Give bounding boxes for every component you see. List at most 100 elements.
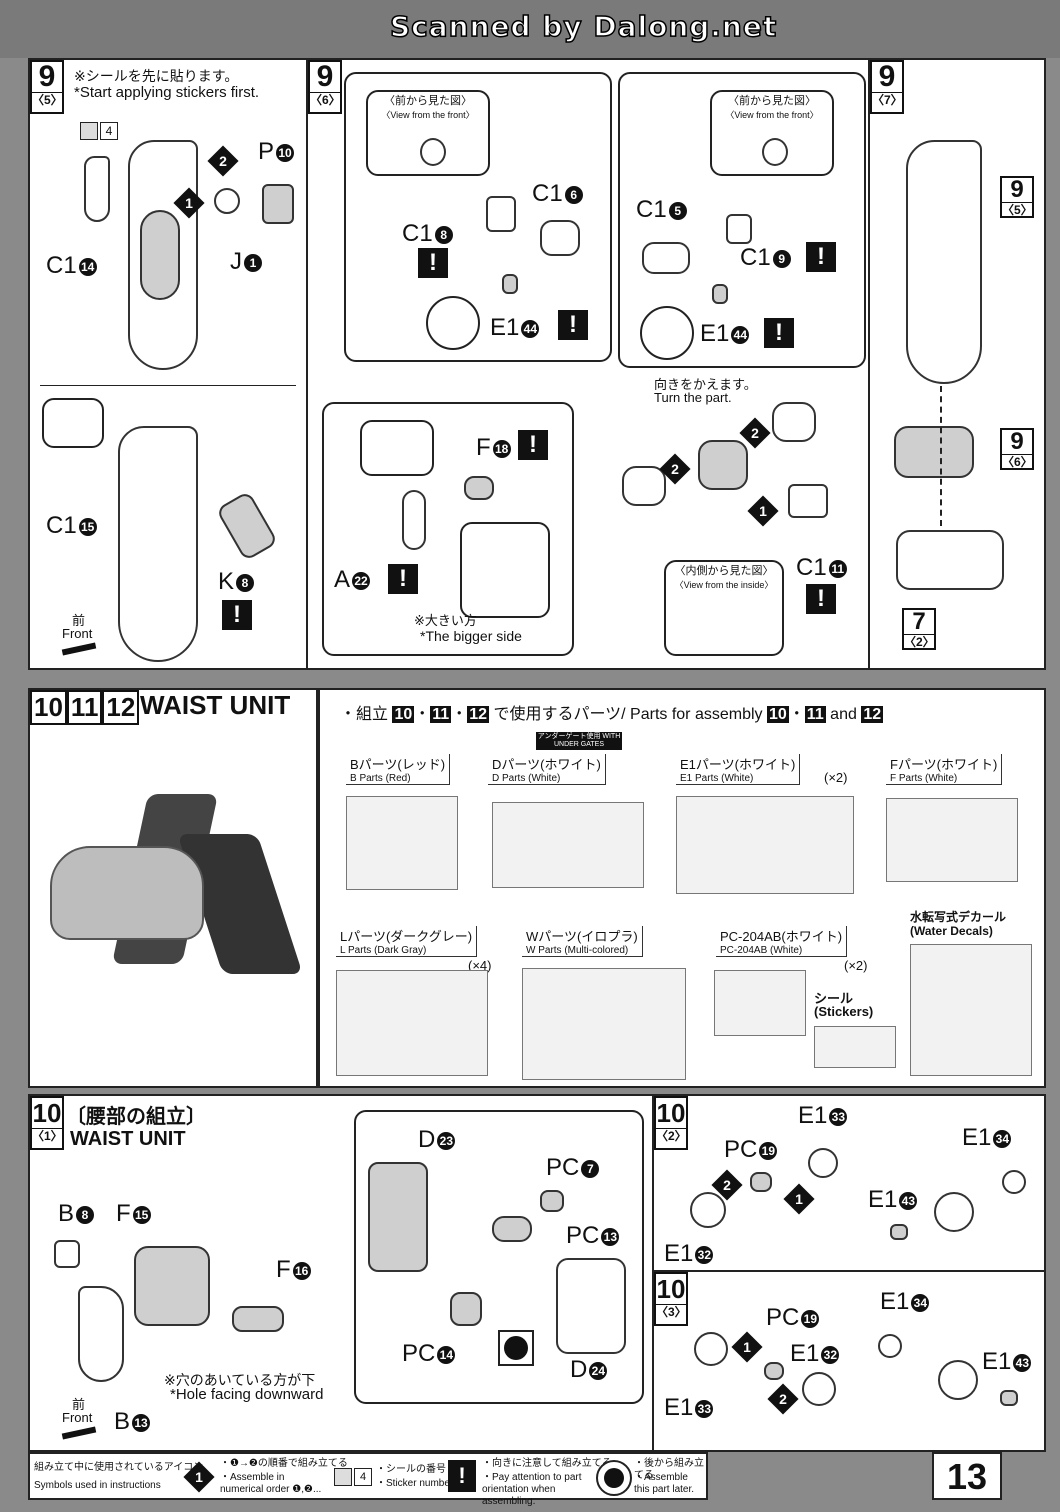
step10-title-en: WAIST UNIT: [70, 1128, 186, 1150]
sticker-note-en: *Start applying stickers first.: [74, 84, 260, 101]
view-front-en: 〈View from the front〉: [381, 110, 475, 120]
shoulder-armor-part: [772, 402, 816, 442]
legend-sticker-jp: ・シールの番号: [376, 1464, 446, 1475]
e133-part: [808, 1148, 838, 1178]
stickers-jp: シール: [814, 991, 854, 1006]
legend-order-en: ・Assemble in numerical order ❶,❷...: [220, 1472, 322, 1495]
detail-bubble-circle: [640, 306, 694, 360]
bigger-side-bubble: [460, 522, 550, 618]
step-sub: 〈6〉: [310, 92, 341, 107]
order-1-marker: 1: [731, 1331, 763, 1363]
legend-title-jp: 組み立て中に使用されているアイコン: [34, 1462, 204, 1473]
hole-note-jp: ※穴のあいている方が下: [164, 1372, 316, 1388]
step-12-box: 12: [102, 690, 140, 725]
e144-part: [502, 274, 518, 294]
stickers-en: (Stickers): [814, 1004, 874, 1019]
front-label-en: Front: [62, 1410, 93, 1425]
inside-view-en: 〈View from the inside〉: [674, 580, 774, 590]
assembly-arrow-line: [940, 386, 942, 526]
ref-sub: 〈5〉: [1002, 202, 1033, 217]
legend-title-en: Symbols used in instructions: [34, 1480, 161, 1491]
runner-mult-e1: (×2): [824, 770, 848, 785]
pc13-part: [492, 1216, 532, 1242]
step-sub: 〈1〉: [32, 1128, 63, 1143]
pc7-part: [540, 1190, 564, 1212]
runner-label-l: Lパーツ(ダークグレー)L Parts (Dark Gray): [336, 926, 478, 957]
sticker-number: 4: [100, 122, 118, 140]
order-2-marker: 2: [711, 1169, 743, 1201]
scan-watermark: Scanned by Dalong.net: [389, 9, 778, 44]
c111-part: [788, 484, 828, 518]
step-ref: 11: [804, 706, 826, 723]
pc19-part: [750, 1172, 772, 1192]
front-label-en: Front: [62, 626, 93, 641]
ref-step-7-2: 7 〈2〉: [902, 608, 936, 650]
front-arrow-icon: [61, 642, 97, 656]
step-number-10-2: 10 〈2〉: [654, 1096, 688, 1150]
e143-part: [1000, 1390, 1018, 1406]
legend-order-jp: ・❶→❷の順番で組み立てる: [220, 1458, 348, 1469]
runner-w: [522, 968, 686, 1080]
runner-label-e1: E1パーツ(ホワイト)E1 Parts (White): [676, 754, 801, 785]
parts-header-mid: で使用するパーツ/ Parts for assembly: [493, 706, 763, 723]
view-front-en: 〈View from the front〉: [725, 110, 819, 120]
d23-part: [368, 1162, 428, 1272]
j1-part: [214, 188, 240, 214]
step-number-10-3: 10 〈3〉: [654, 1272, 688, 1326]
runner-d: [492, 802, 644, 888]
orientation-warning: !: [388, 564, 418, 594]
p10-part: [262, 184, 294, 224]
e132-part: [802, 1372, 836, 1406]
step-number: 9: [316, 60, 334, 93]
front-label-jp: 前: [72, 1397, 86, 1412]
legend-sticker-icon: [334, 1468, 352, 1486]
c16-part: [540, 220, 580, 256]
parts-header: ・組立 10・11・12 で使用するパーツ/ Parts for assembl…: [340, 706, 884, 723]
step-ref: 12: [467, 706, 490, 723]
step-number: 10: [32, 1098, 62, 1128]
step-sub: 〈7〉: [872, 92, 903, 107]
f16-part: [232, 1306, 284, 1332]
runner-mult-l: (×4): [468, 958, 492, 973]
turn-part-jp: 向きをかえます。: [654, 377, 757, 392]
sticker-sheet: [814, 1026, 896, 1068]
ref-step: 9: [1010, 176, 1024, 203]
runner-e1: [676, 796, 854, 894]
scan-header: Scanned by Dalong.net: [0, 0, 1060, 58]
waist-body-shape: [50, 846, 204, 940]
runner-mult-pc: (×2): [844, 958, 868, 973]
bigger-side-en: *The bigger side: [420, 628, 522, 644]
e143-part: [890, 1224, 908, 1240]
a22-joint-part: [402, 490, 426, 550]
front-label-jp: 前: [72, 613, 86, 628]
ref-step: 9: [1010, 428, 1024, 455]
c14-part: [84, 156, 110, 222]
front-view-bubble: 〈前から見た図〉 〈View from the front〉: [366, 90, 490, 176]
runner-label-b: Bパーツ(レッド)B Parts (Red): [346, 754, 451, 785]
step-ref: 11: [430, 706, 452, 723]
runner-label-f: Fパーツ(ホワイト)F Parts (White): [886, 754, 1003, 785]
inside-view-bubble: 〈内側から見た図〉 〈View from the inside〉: [664, 560, 784, 656]
k8-part: [215, 490, 279, 562]
joint-assembly-part: [938, 1360, 978, 1400]
left-armor-part: [622, 466, 666, 506]
step-number: 10: [656, 1274, 686, 1304]
orientation-warning: !: [418, 248, 448, 278]
inside-view-jp: 〈内側から見た図〉: [674, 565, 774, 577]
